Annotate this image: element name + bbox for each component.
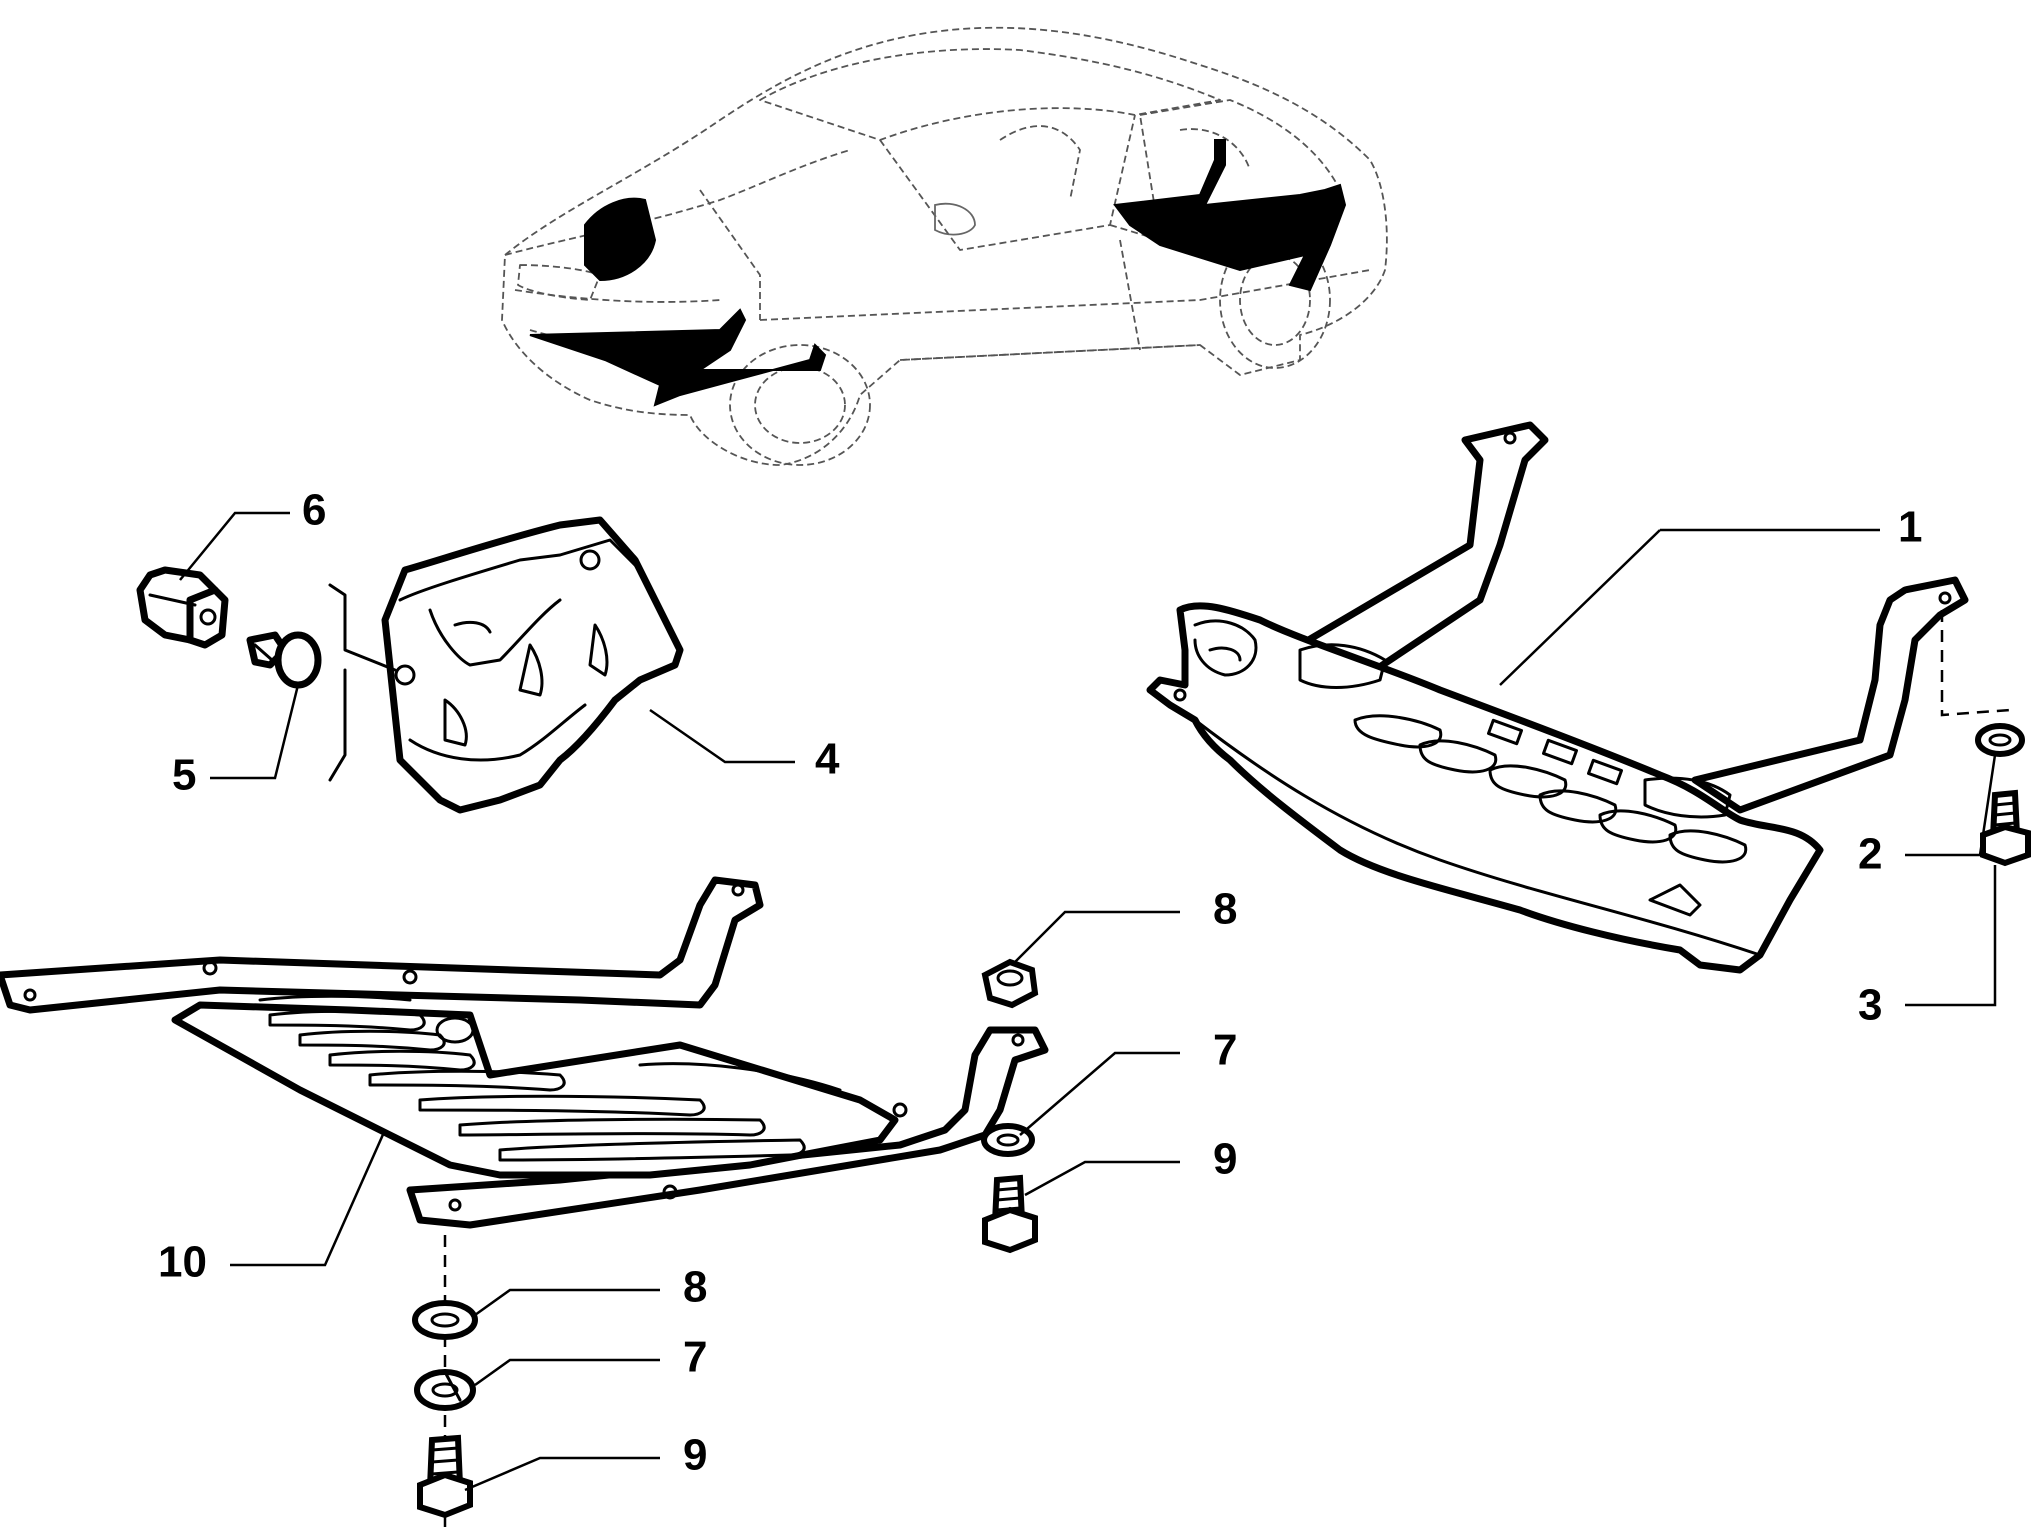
part-10-front-underbody-shield — [0, 876, 1049, 1229]
car-overview — [501, 26, 1388, 466]
part-5-screw — [246, 631, 322, 689]
hardware-9-bolt-upper — [982, 1174, 1038, 1254]
callout-4: 4 — [815, 735, 840, 784]
part-1-rear-underbody-shield — [1146, 421, 1969, 974]
hardware-8-washer-lower — [412, 1300, 478, 1340]
rear-shield-highlight — [1113, 139, 1347, 292]
hardware-9-bolt-lower — [417, 1434, 473, 1519]
callout-9-upper: 9 — [1213, 1135, 1237, 1184]
callout-1: 1 — [1898, 503, 1922, 552]
leader-2 — [1905, 754, 1997, 857]
callout-8-lower: 8 — [683, 1263, 707, 1312]
leader-4 — [649, 708, 795, 764]
callout-2: 2 — [1858, 830, 1882, 879]
callout-3: 3 — [1858, 981, 1882, 1030]
callout-7-upper: 7 — [1213, 1026, 1237, 1075]
part-4-side-shield — [381, 516, 684, 814]
hardware-2-washer — [1975, 723, 2025, 757]
callout-10: 10 — [158, 1238, 207, 1287]
leader-1 — [1499, 528, 1880, 686]
hardware-8-nut-upper — [981, 958, 1039, 1009]
callout-7-lower: 7 — [683, 1333, 707, 1382]
front-shield-highlight — [529, 308, 827, 407]
callout-5: 5 — [172, 751, 196, 800]
leader-9b — [464, 1456, 660, 1492]
leader-6 — [179, 511, 290, 581]
callout-9-lower: 9 — [683, 1431, 707, 1480]
hardware-7-washer-upper — [981, 1123, 1035, 1157]
callout-labels: 1 2 3 4 5 6 7 8 9 10 7 8 9 — [158, 486, 1922, 1480]
leader-7b — [474, 1358, 660, 1387]
part-6-retaining-clip — [136, 566, 229, 649]
leader-lines — [179, 511, 1997, 1492]
leader-3 — [1905, 865, 1997, 1007]
callout-6: 6 — [302, 486, 326, 535]
assembly-guide-4-5-b — [328, 668, 347, 782]
leader-5 — [210, 684, 300, 780]
leader-8a — [1014, 910, 1180, 963]
assembly-guide-4-5 — [328, 583, 397, 672]
leader-9a — [1024, 1160, 1180, 1197]
hardware-7-spring-washer-lower — [414, 1369, 476, 1411]
engine-shield-highlight — [584, 197, 657, 282]
fastener-axis-part-1 — [1940, 610, 2011, 717]
callout-8-upper: 8 — [1213, 885, 1237, 934]
leader-10 — [230, 1129, 387, 1267]
leader-7a — [1019, 1051, 1180, 1136]
leader-8b — [474, 1288, 660, 1317]
hardware-3-bolt — [1980, 789, 2031, 867]
